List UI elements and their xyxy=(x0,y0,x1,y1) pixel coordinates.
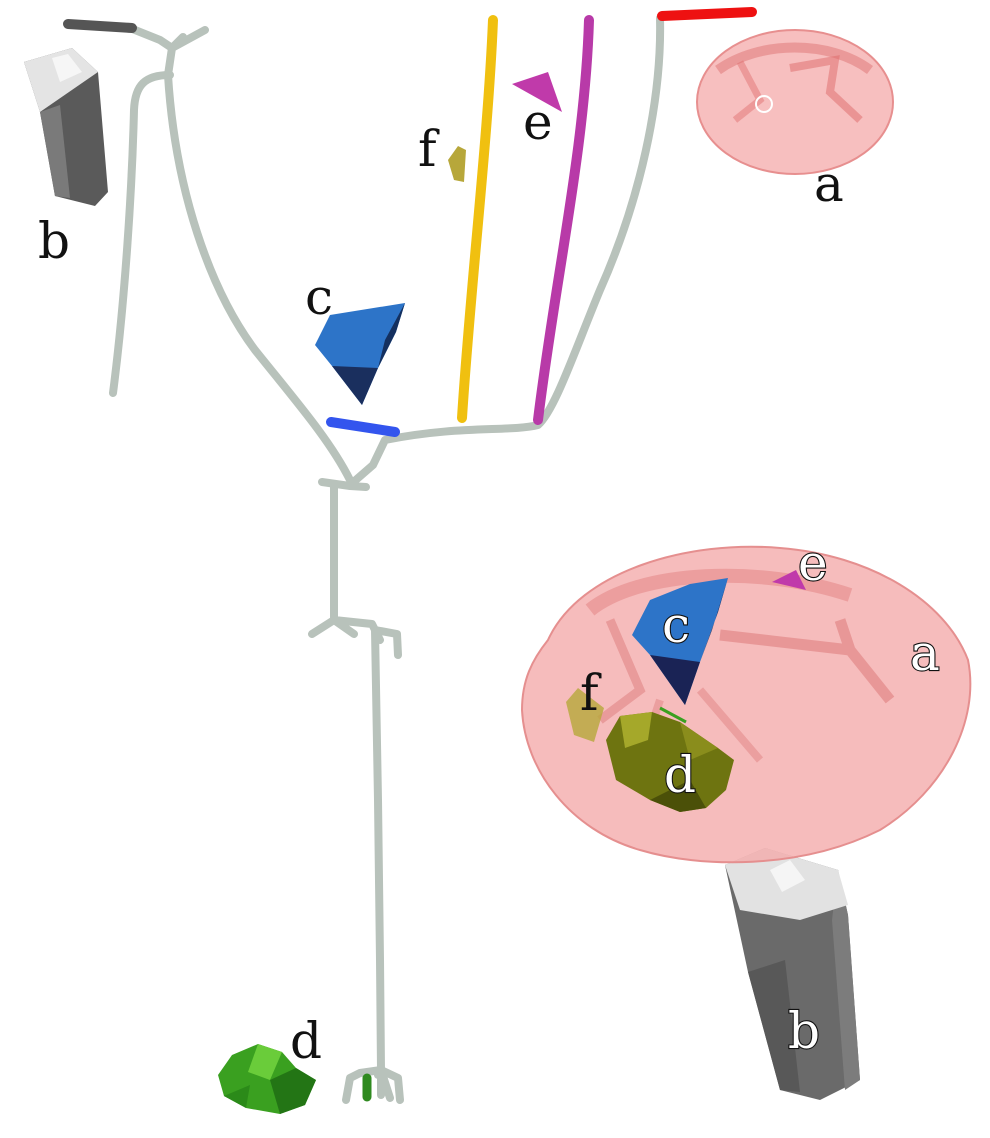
skeleton-trunk xyxy=(308,478,402,659)
skeleton-top-left-branch xyxy=(126,24,209,79)
label-c-closeup: c xyxy=(662,596,690,654)
label-d-bottom: d xyxy=(290,1012,322,1070)
label-b-closeup: b xyxy=(788,1002,820,1060)
branch-segment-e xyxy=(533,15,594,425)
branch-segment-a xyxy=(657,7,757,21)
region-f-closeup xyxy=(566,688,604,742)
region-e-closeup xyxy=(772,570,806,590)
region-b-small xyxy=(24,48,108,206)
label-a-top: a xyxy=(814,155,844,213)
skeleton-right-curve xyxy=(346,14,665,489)
label-e-closeup: e xyxy=(798,534,828,592)
region-a-small xyxy=(696,29,894,175)
label-f-top: f xyxy=(418,120,440,178)
skeleton-long-trunk xyxy=(371,626,385,1079)
label-a-closeup: a xyxy=(910,624,940,682)
region-b-closeup xyxy=(725,848,860,1100)
label-e-top: e xyxy=(523,93,553,151)
region-f-small xyxy=(448,146,466,182)
region-e-small xyxy=(512,72,562,112)
region-d-closeup xyxy=(606,706,734,812)
label-b-top: b xyxy=(38,212,70,270)
region-d-small xyxy=(218,1044,316,1114)
skeleton-bottom-tuft xyxy=(342,1066,404,1104)
label-c-top: c xyxy=(305,268,333,326)
branch-segment-c xyxy=(326,417,400,437)
region-c-small xyxy=(315,303,405,405)
skeleton-tree xyxy=(109,14,665,1104)
label-f-closeup: f xyxy=(580,664,602,722)
skeleton-main-left-curve xyxy=(164,71,354,484)
skeleton-left-arc xyxy=(109,71,174,397)
label-d-closeup: d xyxy=(664,746,696,804)
colored-branches xyxy=(63,7,757,1102)
branch-segment-b xyxy=(63,19,137,33)
region-c-closeup xyxy=(632,578,728,705)
branch-segment-f xyxy=(457,15,498,423)
